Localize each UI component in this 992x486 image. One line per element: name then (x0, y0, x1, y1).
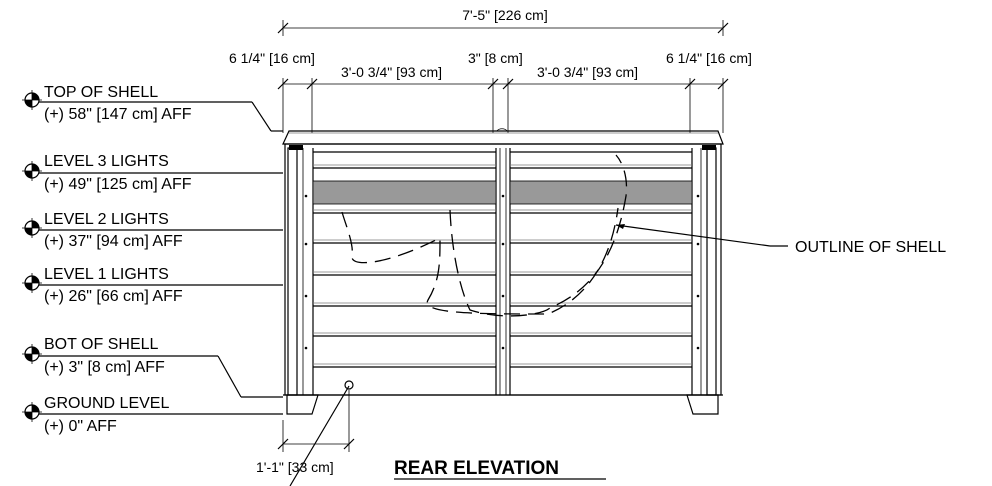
level-name-ground-level: GROUND LEVEL (44, 395, 169, 412)
level-value-bot-of-shell: (+) 3" [8 cm] AFF (44, 359, 165, 376)
level-marker-level-1-lights: LEVEL 1 LIGHTS (+) 26" [66 cm] AFF (22, 266, 283, 305)
level-marker-ground-level: GROUND LEVEL (+) 0" AFF (22, 395, 283, 435)
left-margin-dimension: 6 1/4" [16 cm] (229, 50, 315, 66)
drain-icon (344, 380, 354, 390)
level-name-level-3-lights: LEVEL 3 LIGHTS (44, 153, 169, 170)
drawing-title: REAR ELEVATION (394, 458, 606, 480)
light-band-left (312, 180, 497, 205)
level-value-level-2-lights: (+) 37" [94 cm] AFF (44, 233, 183, 250)
level-marker-level-3-lights: LEVEL 3 LIGHTS (+) 49" [125 cm] AFF (22, 153, 283, 193)
left-corner-post (287, 147, 298, 396)
cabinet (282, 128, 724, 415)
right-panel-dimension: 3'-0 3/4" [93 cm] (537, 64, 638, 80)
level-name-top-of-shell: TOP OF SHELL (44, 84, 158, 101)
level-name-level-1-lights: LEVEL 1 LIGHTS (44, 266, 169, 283)
right-corner-post (706, 147, 717, 396)
right-foot (686, 394, 719, 415)
level-name-bot-of-shell: BOT OF SHELL (44, 336, 159, 353)
left-panel-dimension: 3'-0 3/4" [93 cm] (341, 64, 442, 80)
title-text: REAR ELEVATION (394, 458, 559, 479)
level-value-level-3-lights: (+) 49" [125 cm] AFF (44, 176, 192, 193)
outline-of-shell-label: OUTLINE OF SHELL (795, 239, 946, 256)
shell-outline-hidden (341, 154, 628, 317)
level-marker-top-of-shell: TOP OF SHELL (+) 58" [147 cm] AFF (22, 84, 283, 132)
level-name-level-2-lights: LEVEL 2 LIGHTS (44, 211, 169, 228)
level-marker-level-2-lights: LEVEL 2 LIGHTS (+) 37" [94 cm] AFF (22, 211, 283, 250)
drain-offset-text: 1'-1" [33 cm] (256, 459, 334, 475)
light-band-right (509, 180, 693, 205)
overall-dimension-text: 7'-5" [226 cm] (462, 7, 547, 23)
center-gap-dimension: 3" [8 cm] (468, 50, 523, 66)
level-value-top-of-shell: (+) 58" [147 cm] AFF (44, 106, 192, 123)
boards-left (313, 151, 496, 368)
segment-dimensions: 6 1/4" [16 cm] 3'-0 3/4" [93 cm] 3" [8 c… (229, 50, 752, 133)
overall-dimension: 7'-5" [226 cm] (277, 7, 729, 36)
fastener-dots (304, 194, 700, 350)
level-marker-bot-of-shell: BOT OF SHELL (+) 3" [8 cm] AFF (22, 336, 283, 398)
boards-right (510, 151, 692, 368)
outline-of-shell-callout: OUTLINE OF SHELL (615, 224, 946, 256)
level-value-ground-level: (+) 0" AFF (44, 418, 117, 435)
right-margin-dimension: 6 1/4" [16 cm] (666, 50, 752, 66)
level-value-level-1-lights: (+) 26" [66 cm] AFF (44, 288, 183, 305)
left-foot (286, 394, 319, 415)
drain-offset-dimension: 1'-1" [33 cm] (256, 385, 355, 486)
